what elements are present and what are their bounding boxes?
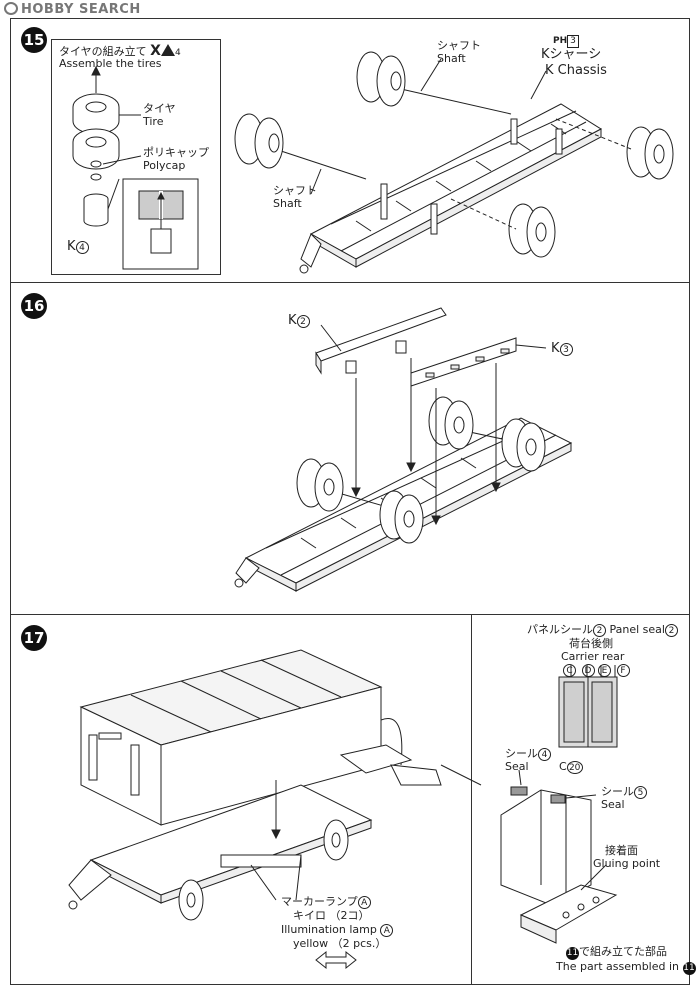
step-16-drawing bbox=[234, 307, 573, 592]
paint-ref-code: PH bbox=[553, 36, 568, 46]
carrier-rear-jp: 荷台後側 bbox=[569, 637, 613, 650]
x-mark: X bbox=[150, 43, 161, 59]
seal4-number: 4 bbox=[538, 748, 551, 761]
left-shaft bbox=[280, 150, 367, 180]
illumination-lamp-qty: yellow （2 pcs.） bbox=[293, 937, 387, 950]
seal5-jp: シール bbox=[601, 785, 634, 798]
step-17-drawing bbox=[68, 649, 618, 970]
step-15-drawing bbox=[72, 51, 674, 274]
top-shaft bbox=[400, 88, 512, 115]
assembled-text-en: The part assembled in bbox=[556, 960, 680, 973]
c20-number: 20 bbox=[566, 761, 583, 774]
panel-seal-jp: パネルシール bbox=[527, 623, 593, 636]
part-k3-letter: K bbox=[551, 341, 560, 356]
step-16-panel: 16 bbox=[10, 283, 690, 615]
shaft-left-label-jp: シャフト bbox=[273, 184, 317, 197]
polycap bbox=[90, 160, 102, 168]
gluing-point-en: Gluing point bbox=[593, 857, 661, 870]
tire-assembly-title: タイヤの組み立て X 4 bbox=[59, 44, 181, 60]
panel-seal-inset bbox=[471, 615, 690, 984]
assembled-in-en: The part assembled in 11 bbox=[556, 960, 696, 975]
step-number: 15 bbox=[21, 27, 47, 53]
watermark: HOBBY SEARCH bbox=[4, 2, 141, 17]
carrier-rear-en: Carrier rear bbox=[561, 650, 625, 663]
watermark-text: HOBBY SEARCH bbox=[21, 2, 141, 17]
polycap-label-jp: ポリキャップ bbox=[143, 146, 209, 159]
x-ref-number: 4 bbox=[174, 48, 181, 58]
illumination-lamp-en: Illumination lamp bbox=[281, 923, 377, 936]
k-chassis-frame bbox=[299, 103, 603, 274]
watermark-logo-icon bbox=[4, 2, 18, 15]
seal4-jp: シール bbox=[505, 747, 538, 760]
c20-letter: C bbox=[559, 760, 567, 773]
double-arrow-icon bbox=[315, 950, 357, 970]
step-ref-number: 11 bbox=[566, 947, 579, 960]
illumination-lamp-ref: A bbox=[380, 924, 394, 937]
step-number: 17 bbox=[21, 625, 47, 651]
step-number: 16 bbox=[21, 293, 47, 319]
shaft-left-label-en: Shaft bbox=[273, 197, 302, 210]
part-k3-number: 3 bbox=[559, 343, 573, 356]
seal5-label-en: Seal bbox=[601, 798, 625, 811]
marker-lamp-ref: A bbox=[357, 896, 371, 909]
chassis-label-jp: Kシャーシ bbox=[541, 47, 602, 62]
shaft-top-label-jp: シャフト bbox=[437, 39, 481, 52]
letter-d: D bbox=[581, 664, 595, 677]
panel-seal-en: Panel seal bbox=[609, 623, 665, 636]
tire-label-en: Tire bbox=[143, 115, 164, 128]
marker-lamp-qty-jp: キイロ （2コ） bbox=[293, 909, 370, 922]
letter-f: F bbox=[616, 664, 630, 677]
part-k-letter: K bbox=[67, 239, 76, 254]
seal5-number: 5 bbox=[634, 786, 647, 799]
part-k-number: 4 bbox=[75, 241, 89, 254]
panel-seal-number: 2 bbox=[593, 624, 606, 637]
paint-ref-number: 3 bbox=[567, 35, 579, 48]
part-k2-plate bbox=[315, 307, 447, 362]
step-ref-number-en: 11 bbox=[682, 962, 696, 975]
seal-letters: C D E F bbox=[563, 663, 630, 677]
part-k2-letter: K bbox=[288, 313, 297, 328]
part-k3-plate bbox=[410, 337, 517, 387]
letter-c: C bbox=[563, 664, 576, 677]
tire-assembly-title-en: Assemble the tires bbox=[59, 57, 162, 70]
assembled-in-jp: 11で組み立てた部品 bbox=[566, 945, 667, 960]
illumination-lamp-label: Illumination lamp A bbox=[281, 923, 394, 937]
shaft-top-label-en: Shaft bbox=[437, 52, 466, 65]
panel-seal-number-en: 2 bbox=[664, 624, 678, 637]
tire-assembly-box bbox=[51, 39, 221, 275]
triangle-ref-icon bbox=[160, 44, 175, 56]
assembled-text-jp: で組み立てた部品 bbox=[579, 945, 667, 958]
gluing-point-jp: 接着面 bbox=[605, 844, 638, 857]
seal4-label-en: Seal bbox=[505, 760, 529, 773]
part-k2-number: 2 bbox=[296, 315, 310, 328]
tire-label-jp: タイヤ bbox=[143, 102, 176, 115]
chassis-label-en: K Chassis bbox=[545, 63, 607, 78]
polycap-label-en: Polycap bbox=[143, 159, 186, 172]
step-15-panel: 15 bbox=[10, 18, 690, 283]
letter-e: E bbox=[598, 664, 611, 677]
step-17-panel: 17 bbox=[10, 615, 696, 985]
tire-assembly-title-jp: タイヤの組み立て bbox=[59, 45, 147, 58]
marker-lamp-jp: マーカーランプ bbox=[281, 895, 358, 908]
